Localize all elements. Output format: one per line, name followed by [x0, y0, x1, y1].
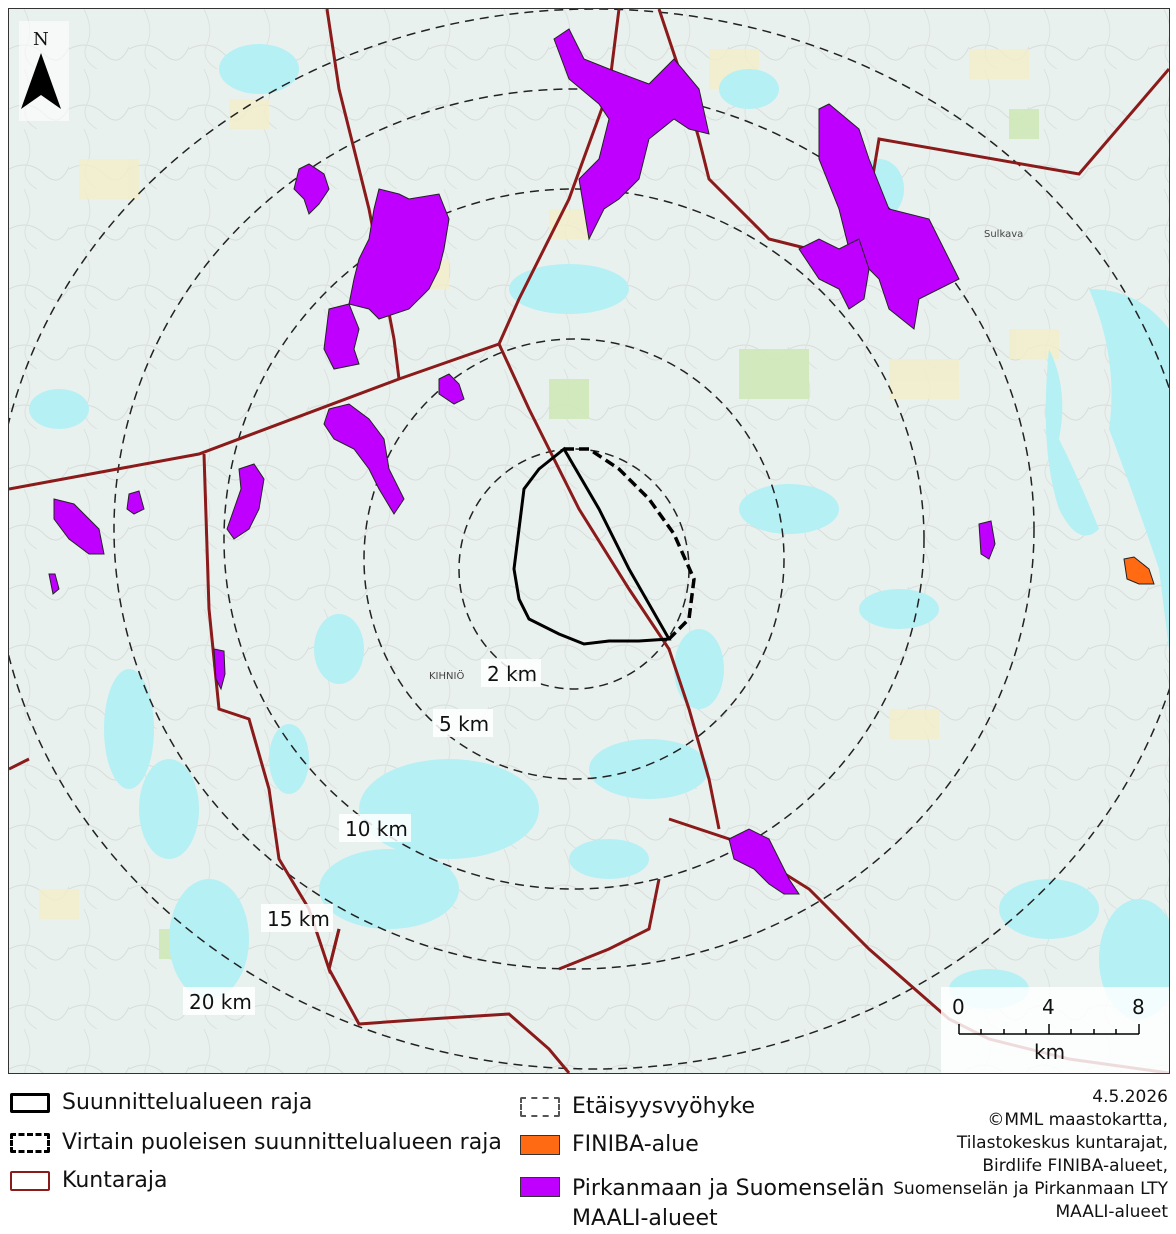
- zone-10km: [223, 188, 925, 890]
- zone-label-10km: 10 km: [345, 817, 408, 841]
- place-label-kihnio: KIHNIÖ: [429, 669, 464, 682]
- legend-symbol-distance-zone: [520, 1096, 560, 1117]
- legend-item-etaisyys: Etäisyysvyöhyke: [520, 1094, 755, 1119]
- legend-label-maali-line1: Pirkanmaan ja Suomenselän: [572, 1176, 885, 1201]
- legend-symbol-finiba: [520, 1134, 560, 1155]
- legend-symbol-municipal-border: [10, 1170, 50, 1191]
- credits-line: Birdlife FINIBA-alueet,: [982, 1156, 1168, 1176]
- credits-line: ©MML maastokartta,: [987, 1110, 1168, 1130]
- legend-label: Suunnittelualueen raja: [62, 1090, 313, 1115]
- credits-date: 4.5.2026: [1092, 1087, 1168, 1107]
- legend-symbol-maali: [520, 1177, 560, 1197]
- maali-area-far-west: [53, 498, 105, 555]
- maali-area-large: [348, 188, 450, 320]
- scalebar-label-4: 4: [1042, 995, 1055, 1019]
- maali-area-south: [728, 828, 800, 895]
- north-label: N: [33, 29, 49, 50]
- legend-item-finiba: FINIBA-alue: [520, 1132, 699, 1157]
- zone-15km: [113, 88, 1035, 970]
- maali-area-east-small: [978, 520, 996, 560]
- virtain-boundary: [564, 447, 696, 641]
- map-canvas[interactable]: KIHNIÖ Sulkava 2 km 5 km 10 km 15 km 20 …: [9, 9, 1169, 1073]
- maali-area-east: [798, 238, 870, 310]
- legend-item-kuntaraja: Kuntaraja: [10, 1168, 167, 1193]
- maali-area-north: [553, 28, 710, 241]
- legend-label: Etäisyysvyöhyke: [572, 1094, 756, 1119]
- legend-item-maali: Pirkanmaan ja Suomenselän MAALI-alueet: [520, 1174, 884, 1234]
- legend-symbol-planning-boundary: [10, 1092, 50, 1113]
- zone-label-2km: 2 km: [487, 662, 537, 686]
- legend-label: Pirkanmaan ja Suomenselän MAALI-alueet: [572, 1174, 884, 1234]
- legend-item-suunnittelualue: Suunnittelualueen raja: [10, 1090, 312, 1115]
- maali-area-banana: [226, 463, 265, 540]
- map-frame[interactable]: KIHNIÖ Sulkava 2 km 5 km 10 km 15 km 20 …: [8, 8, 1170, 1074]
- credits: 4.5.2026 ©MML maastokartta, Tilastokesku…: [893, 1086, 1168, 1224]
- legend-label-maali-line2: MAALI-alueet: [572, 1206, 718, 1231]
- zone-label-5km: 5 km: [439, 712, 489, 736]
- maali-area-west: [323, 303, 360, 370]
- credits-line: Tilastokeskus kuntarajat,: [956, 1133, 1168, 1153]
- north-arrow-icon: N: [19, 21, 69, 121]
- zone-label-15km: 15 km: [267, 907, 330, 931]
- legend-label: Kuntaraja: [62, 1168, 168, 1193]
- scalebar-unit: km: [1034, 1040, 1065, 1064]
- planning-area-boundary: [512, 446, 672, 646]
- finiba-area: [1123, 556, 1155, 585]
- legend-label: FINIBA-alue: [572, 1132, 699, 1157]
- zone-label-group: 2 km 5 km 10 km 15 km 20 km: [183, 659, 541, 1015]
- place-label-sulkava: Sulkava: [984, 229, 1023, 240]
- credits-line: Suomenselän ja Pirkanmaan LTY: [893, 1179, 1168, 1199]
- legend-symbol-virtain-boundary: [10, 1132, 50, 1153]
- maali-area-tiny-2: [48, 573, 60, 595]
- maali-area-tiny-1: [126, 490, 145, 515]
- maali-area-small-1: [438, 373, 465, 405]
- maali-areas: [48, 28, 996, 895]
- legend-item-virtain: Virtain puoleisen suunnittelualueen raja: [10, 1130, 502, 1155]
- zone-20km: [9, 9, 1169, 1070]
- scalebar-label-8: 8: [1132, 995, 1145, 1019]
- zone-label-20km: 20 km: [189, 990, 252, 1014]
- legend-label: Virtain puoleisen suunnittelualueen raja: [62, 1130, 502, 1155]
- zone-5km: [363, 338, 785, 780]
- maali-area-small-nw: [293, 163, 330, 215]
- maali-area-center-west: [323, 403, 405, 515]
- scalebar-label-0: 0: [952, 995, 965, 1019]
- maali-area-northeast: [818, 103, 960, 330]
- maali-area-tiny-3: [213, 648, 226, 691]
- credits-line: MAALI-alueet: [1055, 1202, 1168, 1222]
- scalebar: 0 4 8 km: [941, 987, 1169, 1073]
